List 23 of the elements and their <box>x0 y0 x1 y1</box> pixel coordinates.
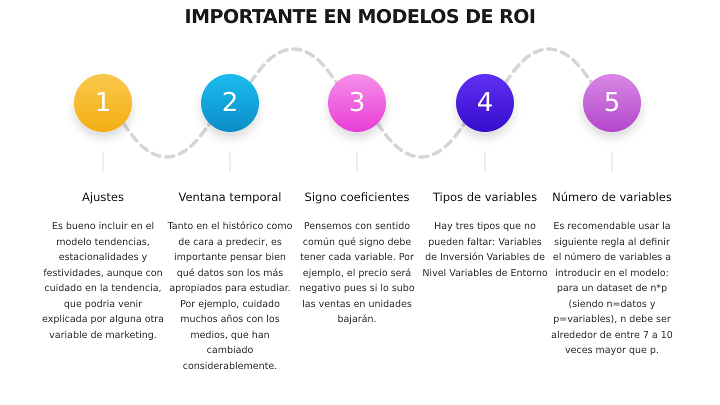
column-heading: Ajustes <box>81 190 125 204</box>
title: IMPORTANTE EN MODELOS DE ROI <box>184 6 536 28</box>
numbered-circle <box>201 74 259 132</box>
description-text: Hay tres tipos que no pueden faltar: Variables de Inversión Variables de Nivel Variables de Entorno <box>422 220 548 280</box>
step-number: 1 <box>94 88 112 118</box>
dashed-connector <box>376 122 466 159</box>
description-text: Es bueno incluir en el modelo tendencias, estacionalidades y festividades, aunque con cuidado en la tendencia, que podria venir explicada por alguna otra variable de marketing. <box>41 220 165 342</box>
dashed-connector <box>248 47 338 84</box>
column-heading: Signo coeficientes <box>304 190 410 204</box>
dashed-connector <box>122 122 212 159</box>
description-text: Pensemos con sentido común qué signo debe tener cada variable. Por ejemplo, el precio será negativo pues si lo subo las ventas en unidades bajarán. <box>298 220 416 327</box>
dashed-connector <box>504 47 594 84</box>
description-text: Tanto en el histórico como de cara a predecir, es importante pensar bien qué datos son los más apropiados para estudiar. Por ejemplo, cuidado muchos años con los medios, que han cambiado considerablemente. <box>167 220 293 374</box>
description-text: Es recomendable usar la siguiente regla al definir el número de variables a introducir en el modelo: para un dataset de n*p (siendo n=datos y p=variables), n debe ser alrededor de entre 7 a 10 veces mayor que p. <box>550 220 674 358</box>
step-number: 2 <box>222 88 238 118</box>
step-number: 5 <box>604 88 620 118</box>
column-heading: Tipos de variables <box>432 190 538 204</box>
step-number: 3 <box>348 88 366 118</box>
step-number: 4 <box>476 88 494 118</box>
numbered-circle <box>328 74 386 132</box>
numbered-circle <box>456 74 514 132</box>
column-heading: Número de variables <box>551 190 673 204</box>
column-heading: Ventana temporal <box>178 190 282 204</box>
